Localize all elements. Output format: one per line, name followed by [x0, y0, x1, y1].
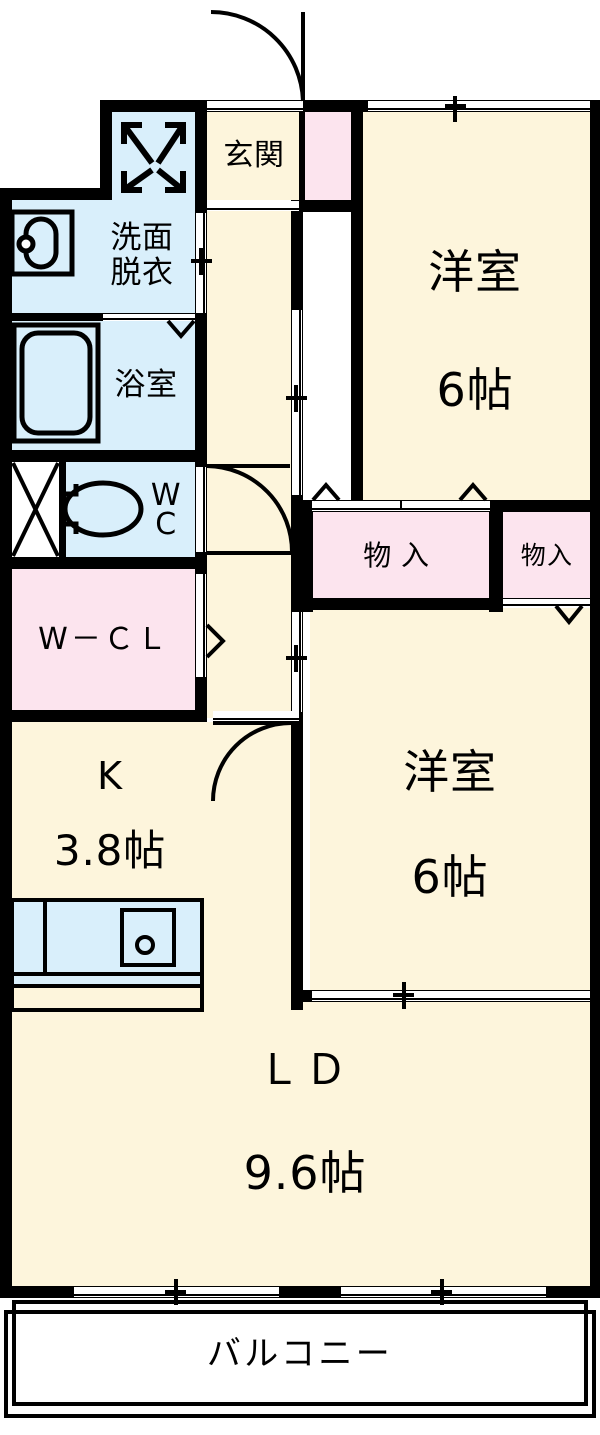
bedroom-south-fill — [310, 608, 590, 1000]
entrance-fill — [207, 112, 303, 200]
wall-shoe-closet-divider — [299, 112, 305, 200]
opening-toilet-door — [196, 467, 206, 552]
wall-bathroom-right — [195, 321, 207, 462]
opening-kitchen-door-line — [213, 718, 299, 720]
storage-side-folding-door — [554, 604, 584, 626]
wall-bathroom-toilet — [0, 450, 207, 462]
wall-storage-left — [303, 500, 313, 612]
storage-side-fill — [503, 512, 590, 600]
wall-right — [590, 100, 600, 1298]
wall-entrance-right — [351, 100, 363, 212]
window-bedroom-south-bottom-line — [312, 998, 590, 1000]
window-bedroom-north-top-line — [368, 108, 590, 110]
wall-entrance-bottom — [299, 200, 363, 212]
bathtub-icon — [11, 322, 101, 444]
window-bedroom-south-top — [503, 599, 590, 607]
opening-wcl-door-line — [203, 574, 205, 677]
opening-toilet-door-line — [203, 467, 205, 552]
opening-storage-main-doors-line — [312, 508, 490, 510]
storage-main-folding-doors — [311, 481, 488, 502]
bathroom-folding-door — [166, 319, 196, 340]
shoe-closet-fill — [303, 112, 351, 200]
opening-bedroom-north-door-line — [299, 310, 301, 495]
walk-in-closet-door — [205, 623, 226, 659]
kitchen-swing-door — [211, 721, 292, 802]
wall-toilet-wcl — [0, 557, 207, 569]
wall-kitchen-bottom — [0, 1000, 16, 1010]
wall-storage-main-bottom — [303, 598, 503, 610]
wall-bay-step — [0, 188, 112, 200]
opening-bathroom-door-line — [103, 318, 195, 320]
living-dining-fill — [12, 1000, 590, 1297]
opening-wcl-door — [196, 574, 206, 677]
toilet-fill — [66, 462, 195, 557]
opening-entrance — [207, 101, 303, 111]
toilet-icon — [59, 480, 144, 538]
entrance-swing-door — [210, 10, 305, 102]
bathroom-fill — [12, 320, 195, 450]
bedroom-north-fill — [360, 112, 590, 507]
four-way-arrow-icon — [121, 122, 186, 193]
opening-entrance-hall — [207, 201, 299, 211]
wall-storage-main-right — [489, 500, 503, 612]
wall-wcl-kitchen — [0, 710, 207, 722]
opening-bathroom-door — [103, 314, 195, 321]
hallway-fill — [207, 205, 303, 718]
opening-entrance-line — [207, 108, 303, 110]
opening-storage-main-doors-split — [400, 501, 402, 509]
wall-left-main — [0, 188, 12, 1298]
window-bedroom-south-top-line — [503, 604, 590, 606]
washing-machine-space-icon — [11, 462, 60, 557]
wall-left-upper-bay — [100, 100, 112, 200]
opening-entrance-hall-line — [207, 208, 299, 210]
opening-kitchen-door — [213, 711, 299, 721]
kitchen-sink-icon — [120, 908, 176, 967]
window-bedroom-north-top — [368, 101, 590, 111]
wall-washroom-right-upper — [195, 100, 207, 212]
walk-in-closet-fill — [12, 566, 195, 717]
balcony-outline — [4, 1300, 596, 1418]
opening-bedroom-south-door-line — [299, 612, 301, 712]
toilet-swing-door — [206, 464, 295, 555]
dimension-tick-marks — [165, 96, 466, 1305]
window-bedroom-south-bottom — [312, 991, 590, 1001]
vanity-sink-icon — [9, 209, 75, 277]
wall-bedroom-north-left — [351, 200, 363, 512]
storage-main-fill — [310, 512, 491, 600]
